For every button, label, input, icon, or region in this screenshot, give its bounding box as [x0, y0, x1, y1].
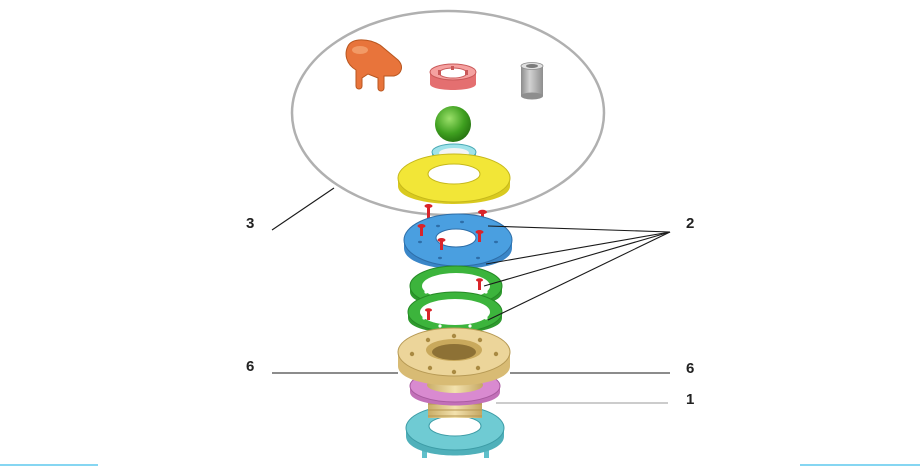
pink-collar-part: [429, 63, 477, 90]
grey-tube-part: [520, 62, 544, 100]
yellow-flange-part: [397, 153, 511, 204]
leader-2a: [487, 225, 671, 233]
leader-2c: [483, 231, 671, 287]
blue-plate-part: [403, 213, 513, 269]
orange-handle-part: [345, 39, 402, 92]
tan-body-part: [397, 327, 511, 386]
callout-2: 2: [686, 215, 694, 232]
callout-6-left: 6: [246, 358, 254, 375]
leader-2b: [485, 231, 671, 265]
green-ball-part: [435, 106, 471, 142]
leader-lines: [271, 187, 671, 404]
leader-2d: [487, 231, 671, 321]
callout-3: 3: [246, 215, 254, 232]
leader-3: [271, 187, 335, 231]
green-gasket-lower: [407, 291, 503, 333]
callout-6-right: 6: [686, 360, 694, 377]
callout-1: 1: [686, 391, 694, 408]
